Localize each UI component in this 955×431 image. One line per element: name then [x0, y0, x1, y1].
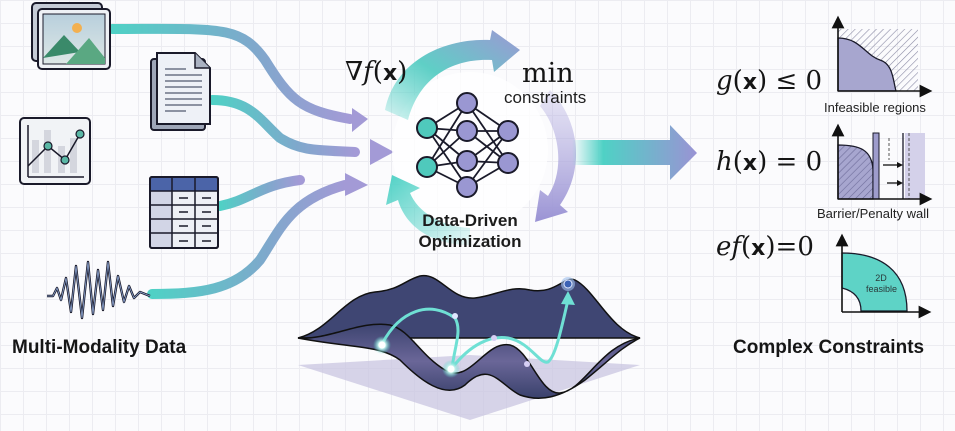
loss-landscape-illustration — [297, 275, 641, 420]
waveform-icon — [47, 260, 151, 320]
constraint-func: ef — [716, 232, 742, 262]
cycle-arrow-top — [385, 30, 520, 120]
constraints-label: constraints — [504, 88, 587, 107]
optimization-path — [380, 298, 570, 374]
constraint-op: = 0 — [775, 147, 823, 177]
constraint-var: x — [742, 151, 758, 176]
constraint-op: ≤ 0 — [775, 66, 823, 96]
constraint-func: h — [716, 147, 733, 177]
feasible-region-graph — [835, 233, 932, 319]
data-flow-lines — [87, 23, 375, 299]
neural-network-icon — [416, 92, 519, 198]
gradient-func: f — [363, 57, 373, 87]
constraint-func: g — [716, 66, 733, 96]
document-icon — [150, 52, 211, 131]
image-icon — [31, 2, 111, 70]
inequality-constraint-label: g(x) ≤ 0 — [716, 66, 823, 96]
landscape-base-plane — [298, 355, 640, 420]
inner-label-feasible: feasible — [866, 284, 898, 294]
flow-line-waveform — [147, 180, 350, 299]
flow-arrowheads — [345, 108, 394, 196]
table-icon — [149, 176, 219, 249]
flow-line-table — [215, 175, 305, 211]
infeasible-regions-graph — [831, 15, 933, 98]
output-arrow — [572, 125, 697, 180]
infeasible-regions-caption: Infeasible regions — [824, 100, 926, 115]
chart-icon — [19, 117, 91, 185]
equality-constraint-label: h(x) = 0 — [716, 147, 823, 177]
flow-line-image — [107, 23, 355, 124]
arrowhead-top — [352, 108, 368, 132]
path-arrowhead — [561, 291, 575, 305]
min-label: min — [522, 58, 574, 89]
gradient-label: ∇f(x) — [345, 57, 408, 87]
title-line-1: Data-Driven — [422, 211, 518, 230]
cycle-arrow-right — [535, 90, 577, 222]
feasible-inner-label: 2D feasible — [866, 273, 898, 295]
complex-constraints-title: Complex Constraints — [733, 337, 925, 358]
flow-line-document — [207, 95, 360, 157]
optimization-cycle — [385, 30, 577, 245]
constraint-var: x — [751, 236, 766, 261]
inner-label-2d: 2D — [875, 273, 887, 283]
cycle-arrow-left — [386, 175, 470, 245]
constraint-op: =0 — [775, 232, 814, 262]
arrowhead-bottom — [345, 173, 368, 196]
barrier-penalty-caption: Barrier/Penalty wall — [817, 206, 929, 221]
data-driven-optimization-title: Data-Driven Optimization — [400, 210, 540, 252]
multi-modality-title: Multi-Modality Data — [12, 337, 187, 358]
constraint-var: x — [742, 70, 758, 95]
landscape-back-ridge — [297, 275, 641, 339]
ef-constraint-label: ef(x)=0 — [716, 232, 814, 262]
arrowhead-middle — [370, 139, 394, 165]
gradient-var: x — [382, 61, 398, 86]
nabla-symbol: ∇ — [345, 57, 364, 87]
barrier-penalty-graph — [831, 123, 933, 206]
title-line-2: Optimization — [418, 232, 522, 251]
